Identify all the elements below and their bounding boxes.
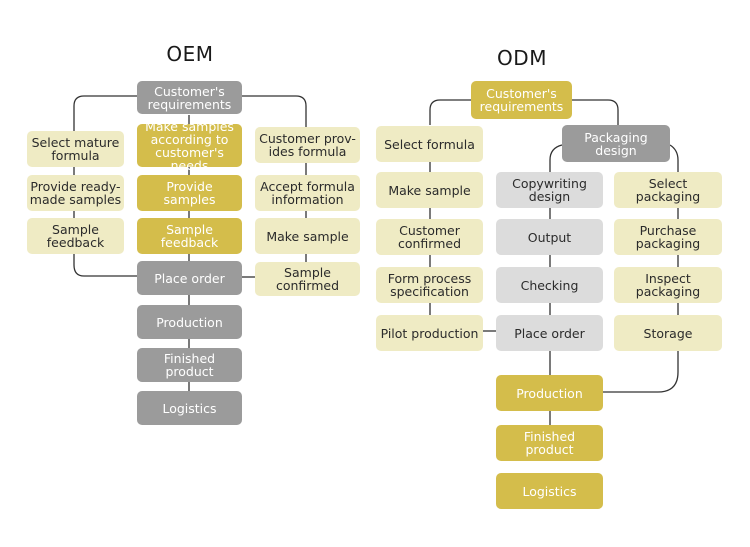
odm-packaging-right-step: Inspect packaging [614,267,722,303]
oem-right-step: Accept formula information [255,175,360,211]
odm-production: Production [496,375,603,411]
oem-left-step: Provide ready- made samples [27,175,124,211]
oem-center-step: Provide samples [137,175,242,211]
odm-connector-pkg-right [603,144,679,393]
odm-connector-right [572,99,619,125]
odm-logistics: Logistics [496,473,603,509]
odm-left-step: Customer confirmed [376,219,483,255]
oem-logistics: Logistics [137,391,242,425]
odm-place-order: Place order [496,315,603,351]
oem-customer-requirements: Customer's requirements [137,81,242,114]
odm-connector-left [429,99,471,125]
odm-connector-pkg-left [549,144,563,460]
oem-finished-product: Finished product [137,348,242,382]
odm-packaging-right-step: Purchase packaging [614,219,722,255]
oem-connector-right [242,95,307,128]
oem-right-step: Make sample [255,218,360,254]
odm-packaging-design: Packaging design [562,125,670,162]
odm-packaging-right-step: Storage [614,315,722,351]
oem-left-step: Select mature formula [27,131,124,167]
odm-left-step: Form process specification [376,267,483,303]
odm-packaging-left-step: Output [496,219,603,255]
odm-finished-product: Finished product [496,425,603,461]
odm-packaging-left-step: Copywriting design [496,172,603,208]
oem-right-step: Sample confirmed [255,262,360,296]
odm-packaging-right-step: Select packaging [614,172,722,208]
oem-center-step: Make samples according to customer's nee… [137,120,242,172]
oem-place-order: Place order [137,261,242,295]
odm-title: ODM [497,46,547,70]
odm-left-step: Make sample [376,172,483,208]
oem-center-step: Sample feedback [137,218,242,254]
oem-title: OEM [166,42,214,66]
odm-left-step: Select formula [376,126,483,162]
odm-left-step: Pilot production [376,315,483,351]
odm-customer-requirements: Customer's requirements [471,81,572,119]
oem-left-step: Sample feedback [27,218,124,254]
oem-production: Production [137,305,242,339]
odm-packaging-left-step: Checking [496,267,603,303]
oem-right-step: Customer prov- ides formula [255,127,360,163]
